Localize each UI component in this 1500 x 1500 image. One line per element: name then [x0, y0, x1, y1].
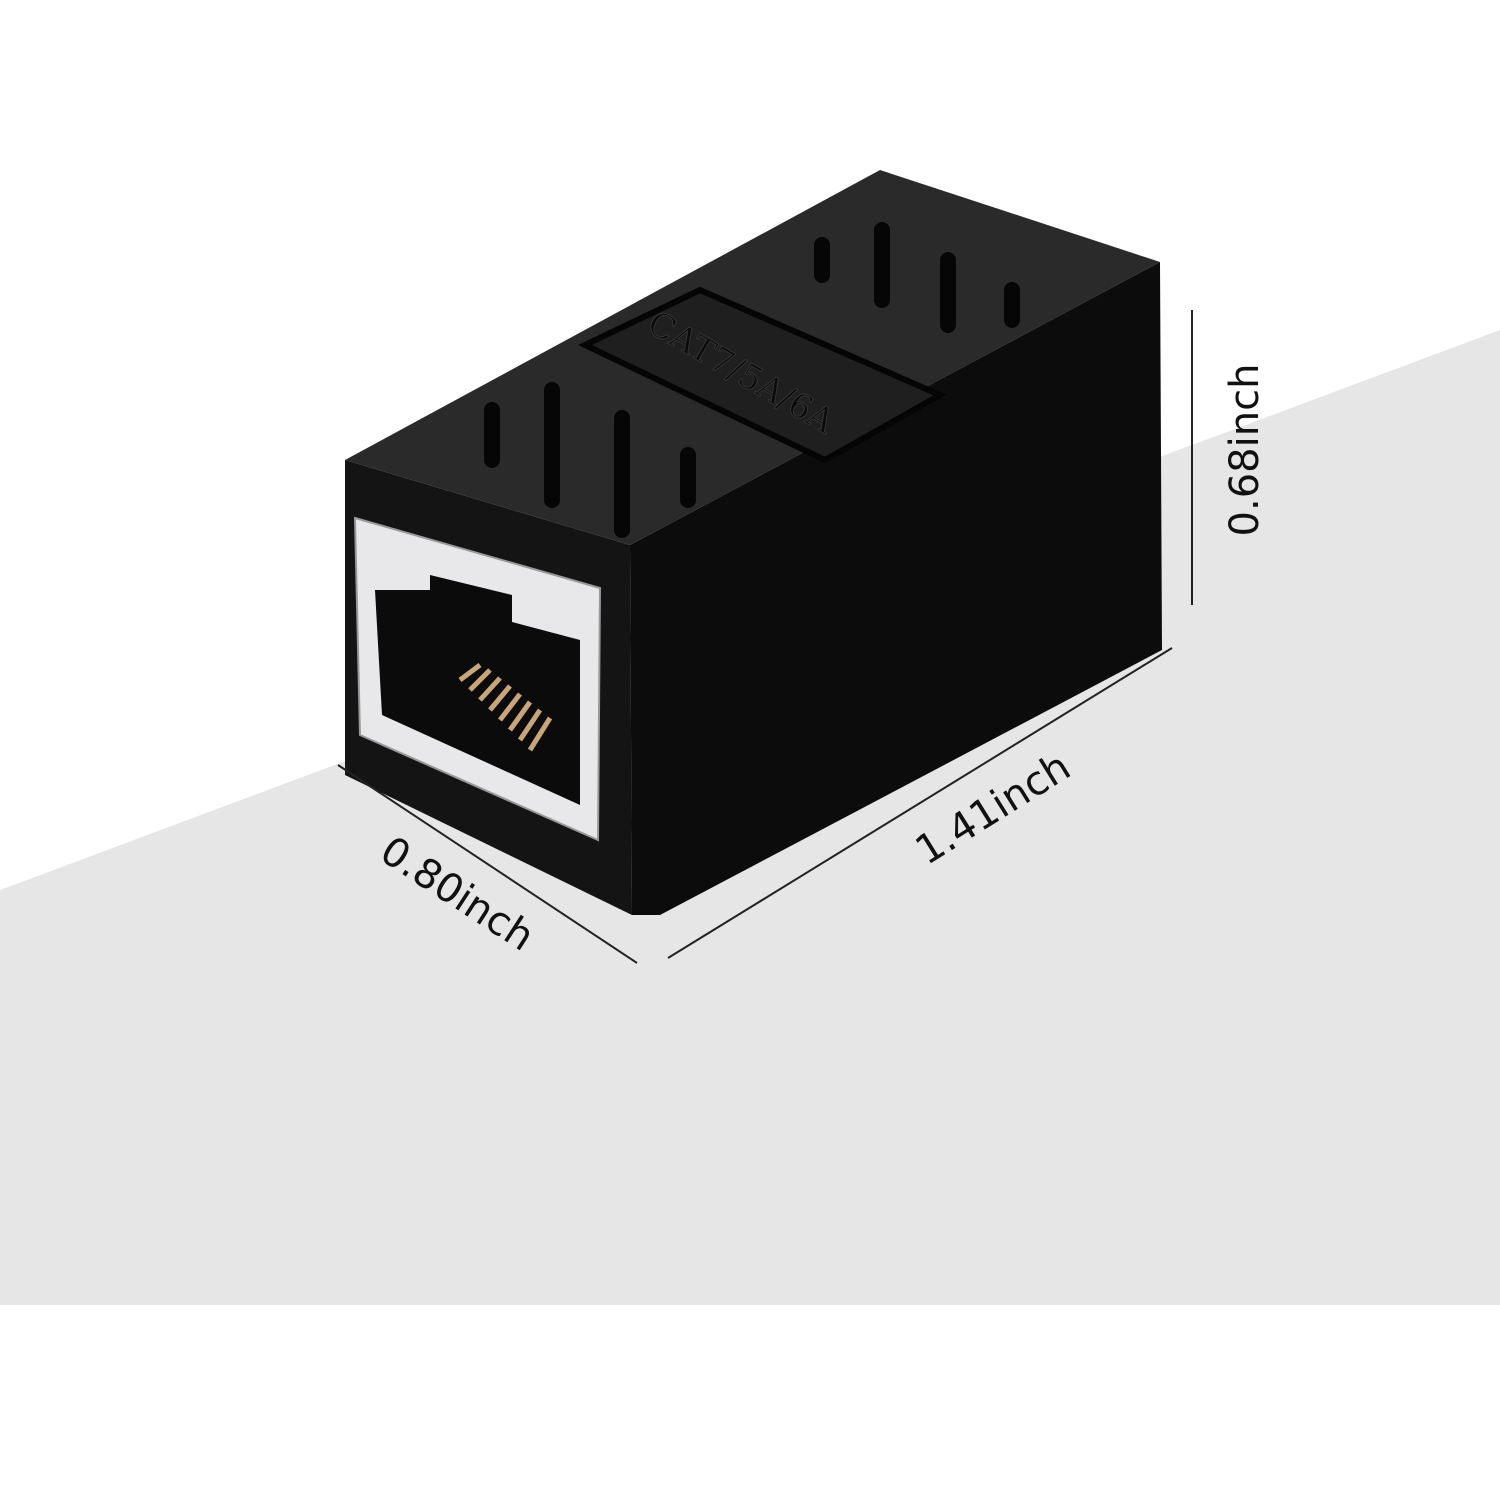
label-plate	[578, 286, 947, 464]
rj45-coupler: CAT7/5A/6A	[345, 170, 1162, 915]
width-dimension-line	[337, 764, 638, 964]
coupler-side-face	[630, 262, 1162, 915]
vent-slots	[484, 222, 1020, 538]
dimension-lines	[337, 310, 1193, 964]
height-label: 0.68inch	[1222, 364, 1268, 537]
gold-contacts	[458, 663, 553, 752]
length-dimension-line	[667, 647, 1173, 959]
